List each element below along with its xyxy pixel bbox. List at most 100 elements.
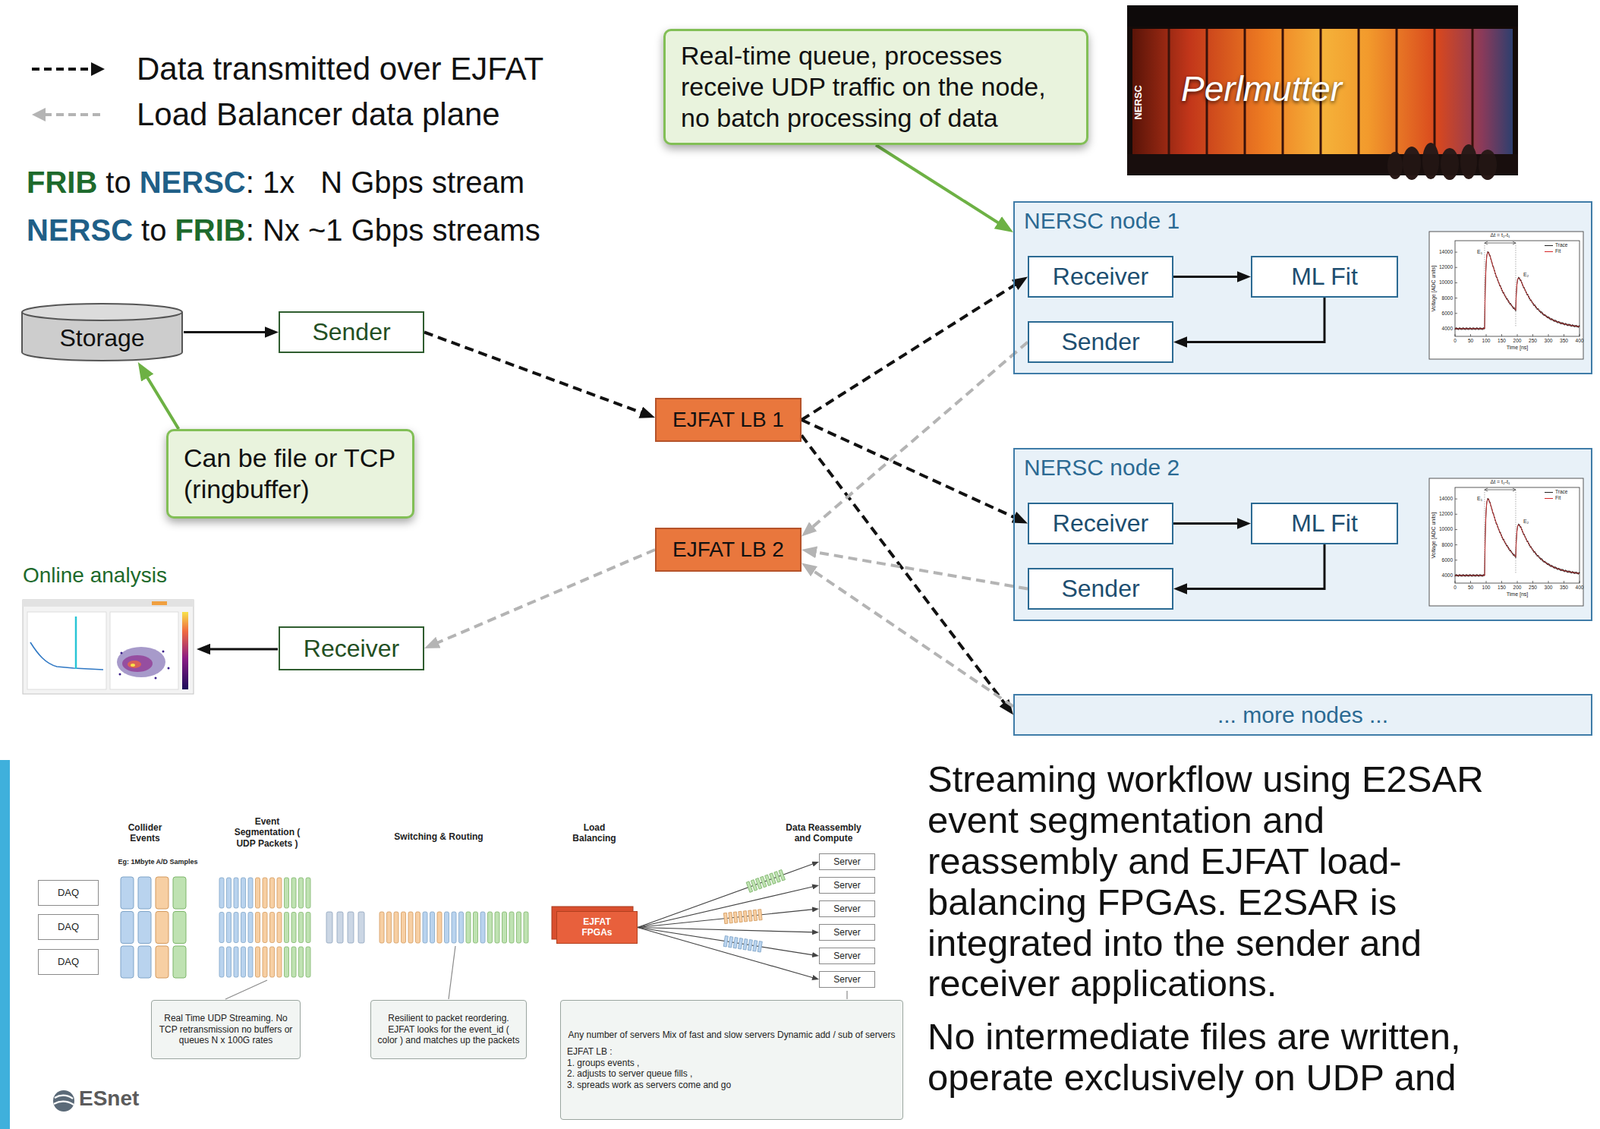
supercomputer-photo [1357, 28, 1361, 155]
packet-group [752, 909, 757, 920]
packet-group [743, 910, 747, 922]
packet [233, 912, 239, 943]
node-text: EJFAT LB 2 [662, 536, 794, 563]
fit-line [1455, 498, 1580, 576]
packet [291, 912, 297, 943]
packet-group [778, 869, 786, 881]
packet [277, 877, 282, 908]
packet [270, 912, 275, 943]
photo-caption: NERSC [1132, 79, 1145, 126]
route-label: : Nx ~1 Gbps streams [245, 211, 541, 249]
supercomputer-photo [1433, 28, 1437, 155]
interval-arrow [1484, 488, 1516, 492]
packet-group [723, 909, 763, 924]
packet-group [746, 869, 785, 892]
server-box: Server [818, 900, 876, 917]
note-box: Any number of servers Mix of fast and sl… [560, 999, 904, 1120]
axis-tick-label: 250 [1524, 584, 1543, 591]
event-block [173, 911, 186, 944]
pointer-line [225, 979, 268, 999]
packet [219, 946, 224, 977]
axis-title: Voltage [ADC units] [1430, 497, 1437, 574]
connector [183, 330, 272, 334]
load-balancer-box: EJFAT LB 1 [655, 397, 802, 442]
legend-row: Load Balancer data plane [30, 95, 501, 134]
axis-tick-label: 12000 [1432, 510, 1453, 517]
packet [488, 911, 493, 943]
axis-tick-label: 10000 [1432, 279, 1453, 286]
packet [326, 911, 333, 943]
axis-tick [1470, 333, 1471, 337]
event-block [173, 945, 186, 978]
interval-marker [1514, 242, 1516, 327]
node-text: Resilient to packet reordering. EJFAT lo… [377, 1012, 520, 1046]
axis-tick-label: 4000 [1432, 572, 1453, 579]
axis-title: Voltage [ADC units] [1430, 250, 1437, 327]
packet [291, 946, 297, 977]
supercomputer-photo [1127, 5, 1519, 180]
trace-plot [1455, 487, 1580, 583]
node-text: Sender [1036, 573, 1165, 603]
server-box: Server [818, 853, 876, 870]
analysis-screenshot [154, 677, 158, 680]
packet [437, 911, 442, 943]
packet [241, 912, 246, 943]
packet [241, 877, 246, 908]
node-text: Server [821, 950, 873, 961]
legend-sample [91, 62, 105, 76]
axis-tick-label: 250 [1524, 337, 1543, 344]
analysis-screenshot [110, 611, 179, 690]
packet [299, 877, 304, 908]
interval-marker [1514, 489, 1516, 574]
event-block [120, 876, 134, 909]
route-label: to [105, 163, 131, 201]
legend-sample [1544, 491, 1553, 493]
analysis-screenshot [116, 646, 166, 678]
connector [801, 280, 1022, 420]
analysis-screenshot [122, 655, 153, 672]
packet [451, 911, 457, 943]
fit-line [1455, 251, 1580, 329]
node-text: ML Fit [1259, 508, 1389, 538]
node-text: Can be file or TCP (ringbuffer) [183, 442, 397, 505]
connector [875, 144, 1006, 228]
packet-group [747, 939, 753, 951]
process-box: Sender [278, 311, 425, 353]
node-text: EJFAT LB 1 [662, 406, 794, 433]
packet [248, 946, 253, 977]
plot-annotation: Δt = t₂-t₁ [1473, 232, 1527, 239]
packet [473, 911, 479, 943]
node-text: Sender [1036, 327, 1165, 356]
legend-sample [30, 105, 107, 124]
supercomputer-photo [1127, 154, 1519, 176]
axis-tick [1579, 333, 1581, 337]
analysis-screenshot [22, 599, 194, 694]
storage-outline [22, 303, 183, 321]
compute-node-group: ... more nodes ... [1013, 693, 1593, 736]
axis-tick [1501, 580, 1503, 583]
connector [807, 566, 1014, 706]
axis-tick [1501, 333, 1503, 337]
analysis-screenshot [130, 663, 136, 667]
packet-group [748, 910, 753, 921]
axis-tick-label: 350 [1555, 584, 1574, 591]
trace-plot [1455, 240, 1580, 337]
interval-marker [1483, 489, 1485, 574]
plot-axes [1455, 240, 1580, 337]
packet [509, 911, 514, 943]
connector [637, 908, 816, 927]
plot-legend: Fit [1555, 494, 1578, 501]
column-heading: Load Balancing [565, 822, 624, 845]
packet [305, 946, 311, 977]
axis-tick-label: 400 [1570, 584, 1589, 591]
packet-group [758, 909, 763, 920]
packet [299, 946, 304, 977]
axis-tick-label: 50 [1461, 584, 1481, 591]
column-heading: Switching & Routing [377, 831, 500, 842]
packet [226, 877, 232, 908]
axis-tick-label: 400 [1570, 337, 1589, 344]
axis-tick [1486, 333, 1487, 337]
axis-title: Time [ns] [1494, 344, 1541, 351]
logo-text: ESnet [78, 1085, 171, 1112]
node-text: ML Fit [1259, 261, 1389, 291]
